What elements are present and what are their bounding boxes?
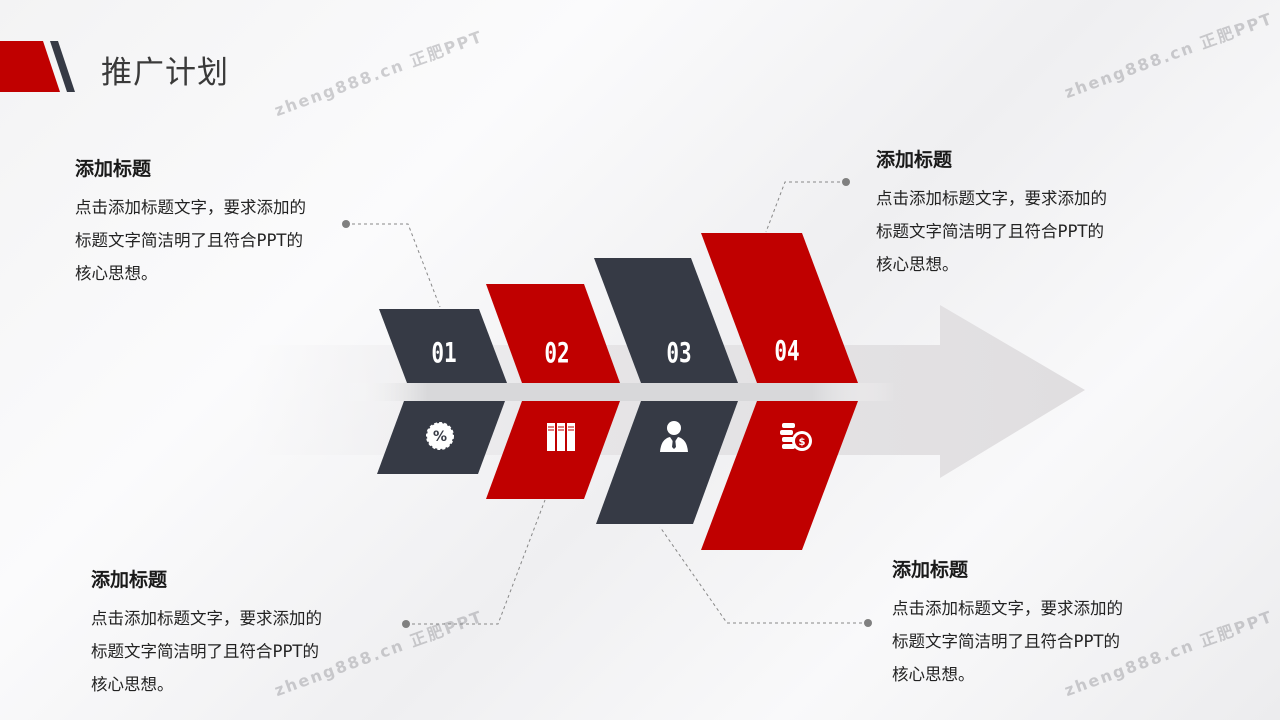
block-line: 标题文字简洁明了且符合PPT的 <box>75 231 303 250</box>
step-4-top <box>701 233 858 383</box>
step-3-bottom <box>596 401 738 524</box>
connector-1 <box>346 223 441 308</box>
header-red-bar <box>0 41 60 92</box>
text-block-top-right: 添加标题 点击添加标题文字，要求添加的标题文字简洁明了且符合PPT的核心思想。 <box>876 145 1166 281</box>
block-line: 点击添加标题文字，要求添加的 <box>876 189 1107 208</box>
connector-dot <box>342 220 350 228</box>
block-heading: 添加标题 <box>91 569 168 591</box>
person-icon <box>660 421 688 452</box>
connector-dot <box>842 178 850 186</box>
text-block-bottom-right: 添加标题 点击添加标题文字，要求添加的标题文字简洁明了且符合PPT的核心思想。 <box>892 555 1182 691</box>
block-line: 标题文字简洁明了且符合PPT的 <box>91 642 319 661</box>
step-2-top <box>486 284 620 383</box>
connector-dot <box>864 619 872 627</box>
step-number: 02 <box>544 336 570 369</box>
center-band <box>345 383 895 401</box>
block-line: 核心思想。 <box>892 665 975 684</box>
connector-dot <box>402 620 410 628</box>
svg-text:$: $ <box>799 437 806 448</box>
block-heading: 添加标题 <box>892 559 969 581</box>
step-4-bottom <box>701 401 858 550</box>
connector-2 <box>765 181 846 233</box>
coins-dollar-icon: $ <box>780 423 812 451</box>
books-icon <box>547 423 575 451</box>
text-block-top-left: 添加标题 点击添加标题文字，要求添加的标题文字简洁明了且符合PPT的核心思想。 <box>75 154 365 290</box>
block-line: 点击添加标题文字，要求添加的 <box>892 599 1123 618</box>
connector-3 <box>406 499 546 625</box>
step-3-top <box>594 258 738 383</box>
block-line: 标题文字简洁明了且符合PPT的 <box>876 222 1104 241</box>
header-dark-stripe <box>50 41 75 92</box>
block-line: 核心思想。 <box>91 675 174 694</box>
block-line: 核心思想。 <box>75 264 158 283</box>
step-number: 03 <box>666 336 692 369</box>
block-heading: 添加标题 <box>876 149 953 171</box>
block-line: 点击添加标题文字，要求添加的 <box>75 198 306 217</box>
block-heading: 添加标题 <box>75 158 152 180</box>
connector-lines <box>346 181 868 625</box>
percent-badge-icon: % <box>426 422 454 450</box>
block-line: 标题文字简洁明了且符合PPT的 <box>892 632 1120 651</box>
page-title: 推广计划 <box>101 55 229 91</box>
connector-4 <box>659 526 868 624</box>
step-number: 04 <box>774 334 800 367</box>
step-1-top <box>379 309 507 383</box>
step-number: 01 <box>431 336 457 369</box>
block-line: 点击添加标题文字，要求添加的 <box>91 609 322 628</box>
text-block-bottom-left: 添加标题 点击添加标题文字，要求添加的标题文字简洁明了且符合PPT的核心思想。 <box>91 565 381 701</box>
svg-text:%: % <box>433 429 447 445</box>
block-line: 核心思想。 <box>876 255 959 274</box>
